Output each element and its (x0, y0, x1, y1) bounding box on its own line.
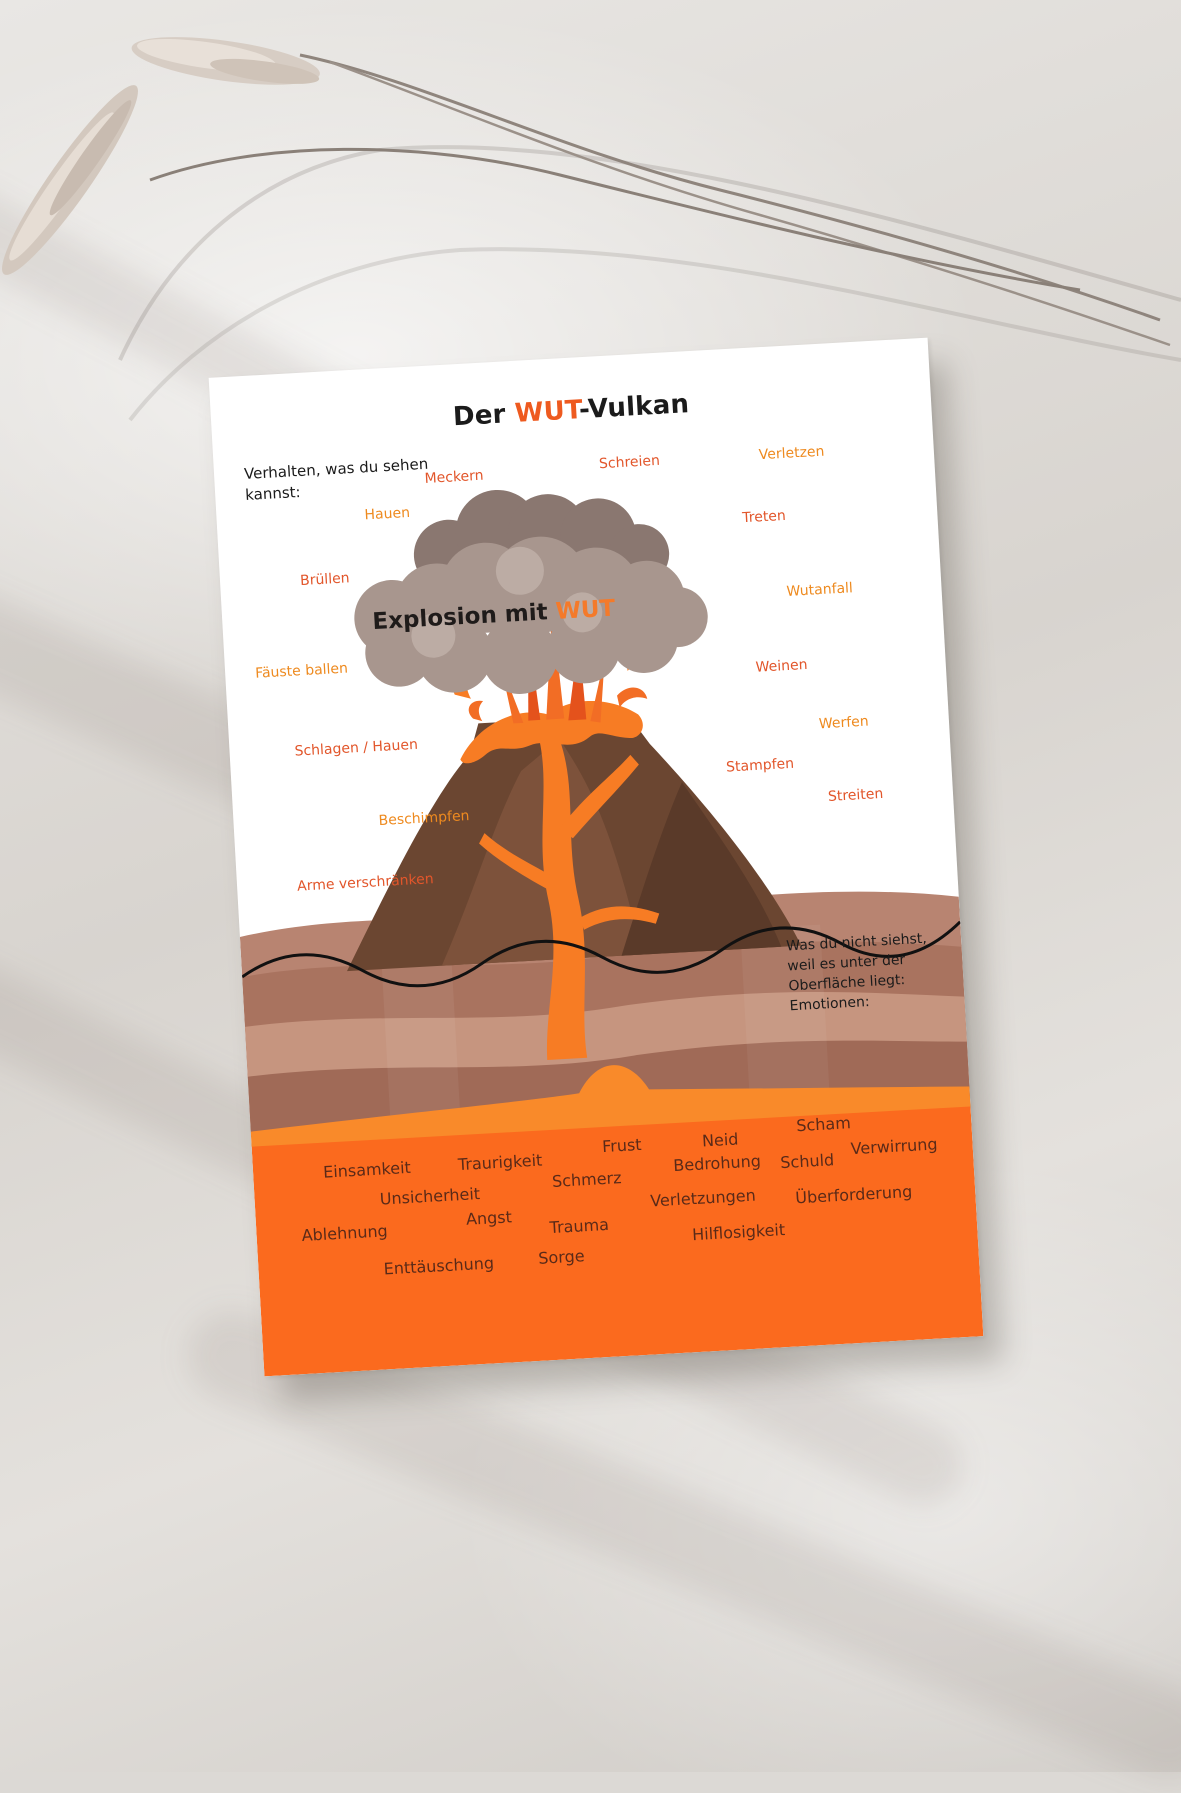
emotion-label: Scham (795, 1113, 852, 1136)
behavior-label: Streiten (827, 785, 884, 805)
emotions-intro: Was du nicht siehst, weil es unter der O… (785, 930, 928, 1015)
emotion-label: Trauma (549, 1214, 610, 1238)
behavior-label: Meckern (424, 467, 484, 487)
behavior-label: Schreien (598, 452, 661, 473)
emotion-label: Neid (701, 1129, 739, 1151)
emotion-label: Schuld (779, 1150, 835, 1173)
volcano-icon (239, 489, 984, 1377)
behavior-label: Weinen (755, 656, 808, 676)
emotion-label: Angst (465, 1207, 513, 1229)
behavior-label: Hauen (364, 504, 411, 524)
dried-grass-icon (2, 37, 1181, 422)
behavior-label: Treten (741, 507, 787, 527)
emotion-label: Schmerz (551, 1168, 622, 1191)
behavior-label: Brüllen (299, 570, 351, 590)
emotion-label: Frust (601, 1134, 643, 1157)
behavior-label: Werfen (818, 713, 870, 733)
emotion-label: Sorge (537, 1246, 586, 1268)
worksheet-card: Der WUT-Vulkan Verhalten, was du sehen k… (208, 337, 984, 1377)
